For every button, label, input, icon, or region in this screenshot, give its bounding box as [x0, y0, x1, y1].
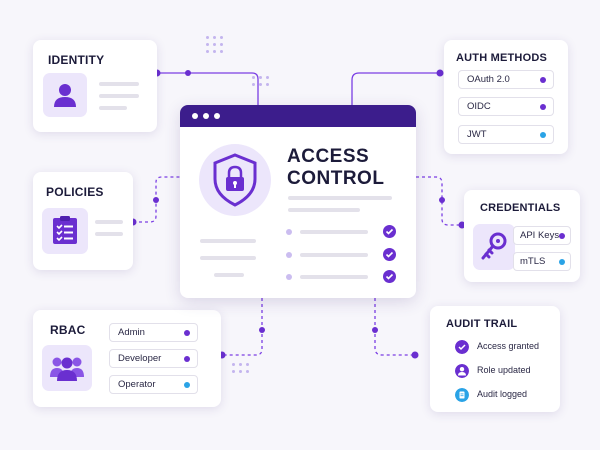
- auth-label: JWT: [467, 129, 487, 140]
- title-line-1: ACCESS: [287, 146, 370, 167]
- shield-lock-icon: [199, 144, 271, 216]
- placeholder-line: [214, 273, 244, 277]
- policies-card: POLICIES: [33, 172, 133, 270]
- access-control-title: ACCESS CONTROL: [287, 146, 384, 190]
- identity-icon-box: [43, 73, 87, 117]
- auth-pill-oidc[interactable]: OIDC: [458, 97, 554, 116]
- document-icon: [455, 388, 469, 402]
- placeholder-line: [288, 196, 392, 200]
- placeholder-line: [99, 82, 139, 86]
- audit-event-label: Audit logged: [477, 389, 528, 399]
- status-dot: [540, 104, 546, 110]
- rbac-title: RBAC: [50, 323, 86, 337]
- status-dot: [559, 233, 565, 239]
- placeholder-line: [95, 220, 123, 224]
- user-icon: [54, 84, 76, 107]
- audit-event-label: Role updated: [477, 365, 531, 375]
- connector-node: [411, 351, 419, 359]
- audit-event-access-granted: Access granted: [455, 340, 565, 358]
- check-circle-icon: [383, 248, 396, 261]
- users-group-icon: [50, 357, 84, 381]
- placeholder-line: [99, 106, 127, 110]
- credentials-card: CREDENTIALS API Keys mTLS: [464, 190, 580, 282]
- connector-node: [436, 69, 444, 77]
- placeholder-line: [200, 239, 256, 243]
- window-title-bar: [180, 105, 416, 127]
- access-control-window: ACCESS CONTROL: [180, 105, 416, 298]
- connector-auth-methods: [351, 72, 440, 105]
- connector-node: [185, 70, 191, 76]
- placeholder-line: [99, 94, 139, 98]
- identity-title: IDENTITY: [48, 53, 105, 67]
- connector-node: [458, 221, 466, 229]
- connector-node: [259, 327, 265, 333]
- credential-pill-mtls[interactable]: mTLS: [513, 252, 571, 271]
- credential-pill-api-keys[interactable]: API Keys: [513, 226, 571, 245]
- identity-card: IDENTITY: [33, 40, 157, 132]
- auth-methods-card: AUTH METHODS OAuth 2.0 OIDC JWT: [444, 40, 568, 154]
- role-pill-admin[interactable]: Admin: [109, 323, 198, 342]
- check-circle-icon: [383, 225, 396, 238]
- auth-pill-jwt[interactable]: JWT: [458, 125, 554, 144]
- policies-title: POLICIES: [46, 185, 104, 199]
- credentials-title: CREDENTIALS: [480, 202, 561, 214]
- placeholder-line: [300, 253, 368, 257]
- policies-icon-box: [42, 208, 88, 254]
- role-pill-operator[interactable]: Operator: [109, 375, 198, 394]
- role-label: Developer: [118, 353, 162, 364]
- key-icon: [481, 232, 507, 260]
- connector-node: [372, 327, 378, 333]
- checklist-icon: [53, 216, 77, 244]
- placeholder-line: [300, 275, 368, 279]
- status-dot: [540, 132, 546, 138]
- list-bullet: [286, 252, 292, 258]
- connector-rbac: [222, 298, 263, 356]
- rbac-card: RBAC Admin Developer Operator: [33, 310, 221, 407]
- status-dot: [559, 259, 565, 265]
- connector-node: [439, 197, 445, 203]
- window-dot: [214, 113, 220, 119]
- role-pill-developer[interactable]: Developer: [109, 349, 198, 368]
- connector-audit: [374, 298, 415, 356]
- audit-event-audit-logged: Audit logged: [455, 388, 565, 406]
- status-dot: [184, 356, 190, 362]
- list-bullet: [286, 229, 292, 235]
- placeholder-line: [300, 230, 368, 234]
- connector-node: [153, 197, 159, 203]
- role-label: Operator: [118, 379, 156, 390]
- connector-credentials: [416, 176, 462, 226]
- audit-event-label: Access granted: [477, 341, 540, 351]
- placeholder-line: [200, 256, 256, 260]
- credential-label: API Keys: [520, 230, 560, 241]
- status-dot: [184, 382, 190, 388]
- check-circle-icon: [455, 340, 469, 354]
- status-dot: [184, 330, 190, 336]
- placeholder-line: [95, 232, 123, 236]
- audit-trail-card: AUDIT TRAIL: [430, 306, 560, 412]
- placeholder-line: [288, 208, 360, 212]
- check-circle-icon: [383, 270, 396, 283]
- credentials-icon-box: [473, 224, 515, 270]
- auth-methods-title: AUTH METHODS: [456, 52, 548, 64]
- auth-label: OIDC: [467, 101, 491, 112]
- connector-identity: [157, 72, 259, 105]
- window-dot: [203, 113, 209, 119]
- role-label: Admin: [118, 327, 145, 338]
- audit-trail-title: AUDIT TRAIL: [446, 318, 518, 330]
- rbac-icon-box: [42, 345, 92, 391]
- audit-event-role-updated: Role updated: [455, 364, 565, 382]
- title-line-2: CONTROL: [287, 168, 385, 189]
- list-bullet: [286, 274, 292, 280]
- credential-label: mTLS: [520, 256, 546, 267]
- window-dot: [192, 113, 198, 119]
- auth-pill-oauth[interactable]: OAuth 2.0: [458, 70, 554, 89]
- auth-label: OAuth 2.0: [467, 74, 510, 85]
- status-dot: [540, 77, 546, 83]
- user-icon: [455, 364, 469, 378]
